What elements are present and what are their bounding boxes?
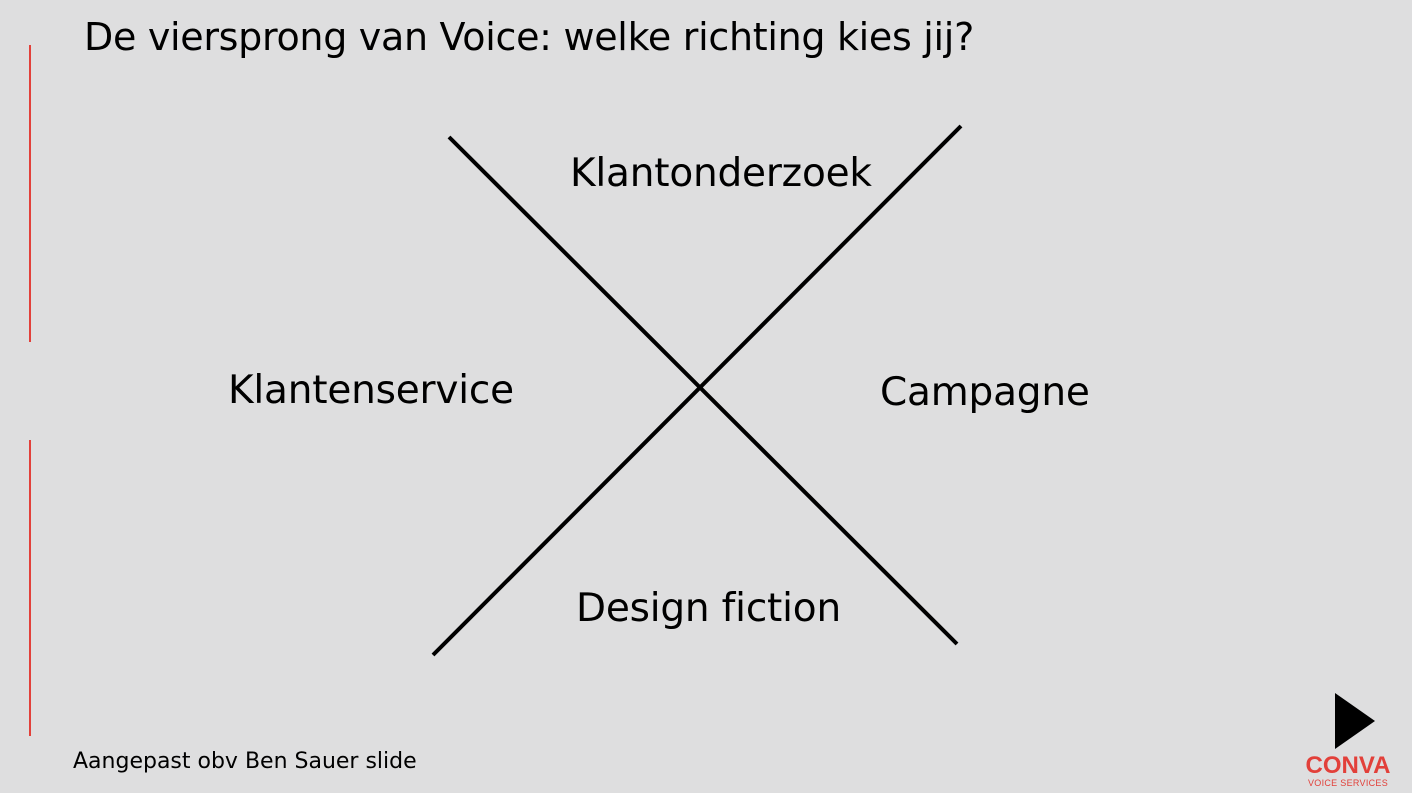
conva-logo: CONVA VOICE SERVICES <box>1298 690 1398 790</box>
quadrant-label-right: Campagne <box>880 370 1090 415</box>
quadrant-label-top: Klantonderzoek <box>570 151 872 196</box>
logo-tagline: VOICE SERVICES <box>1307 778 1389 788</box>
play-icon <box>1335 693 1375 749</box>
quadrant-label-left: Klantenservice <box>228 368 514 413</box>
quadrant-label-bottom: Design fiction <box>576 586 841 631</box>
diagonal-line-ascending <box>431 124 963 657</box>
slide-footnote: Aangepast obv Ben Sauer slide <box>73 749 417 774</box>
slide-title: De viersprong van Voice: welke richting … <box>84 15 974 59</box>
diagonal-line-descending <box>447 135 959 646</box>
accent-line-bottom <box>29 440 31 736</box>
accent-line-top <box>29 45 31 342</box>
logo-brand: CONVA <box>1305 752 1391 779</box>
